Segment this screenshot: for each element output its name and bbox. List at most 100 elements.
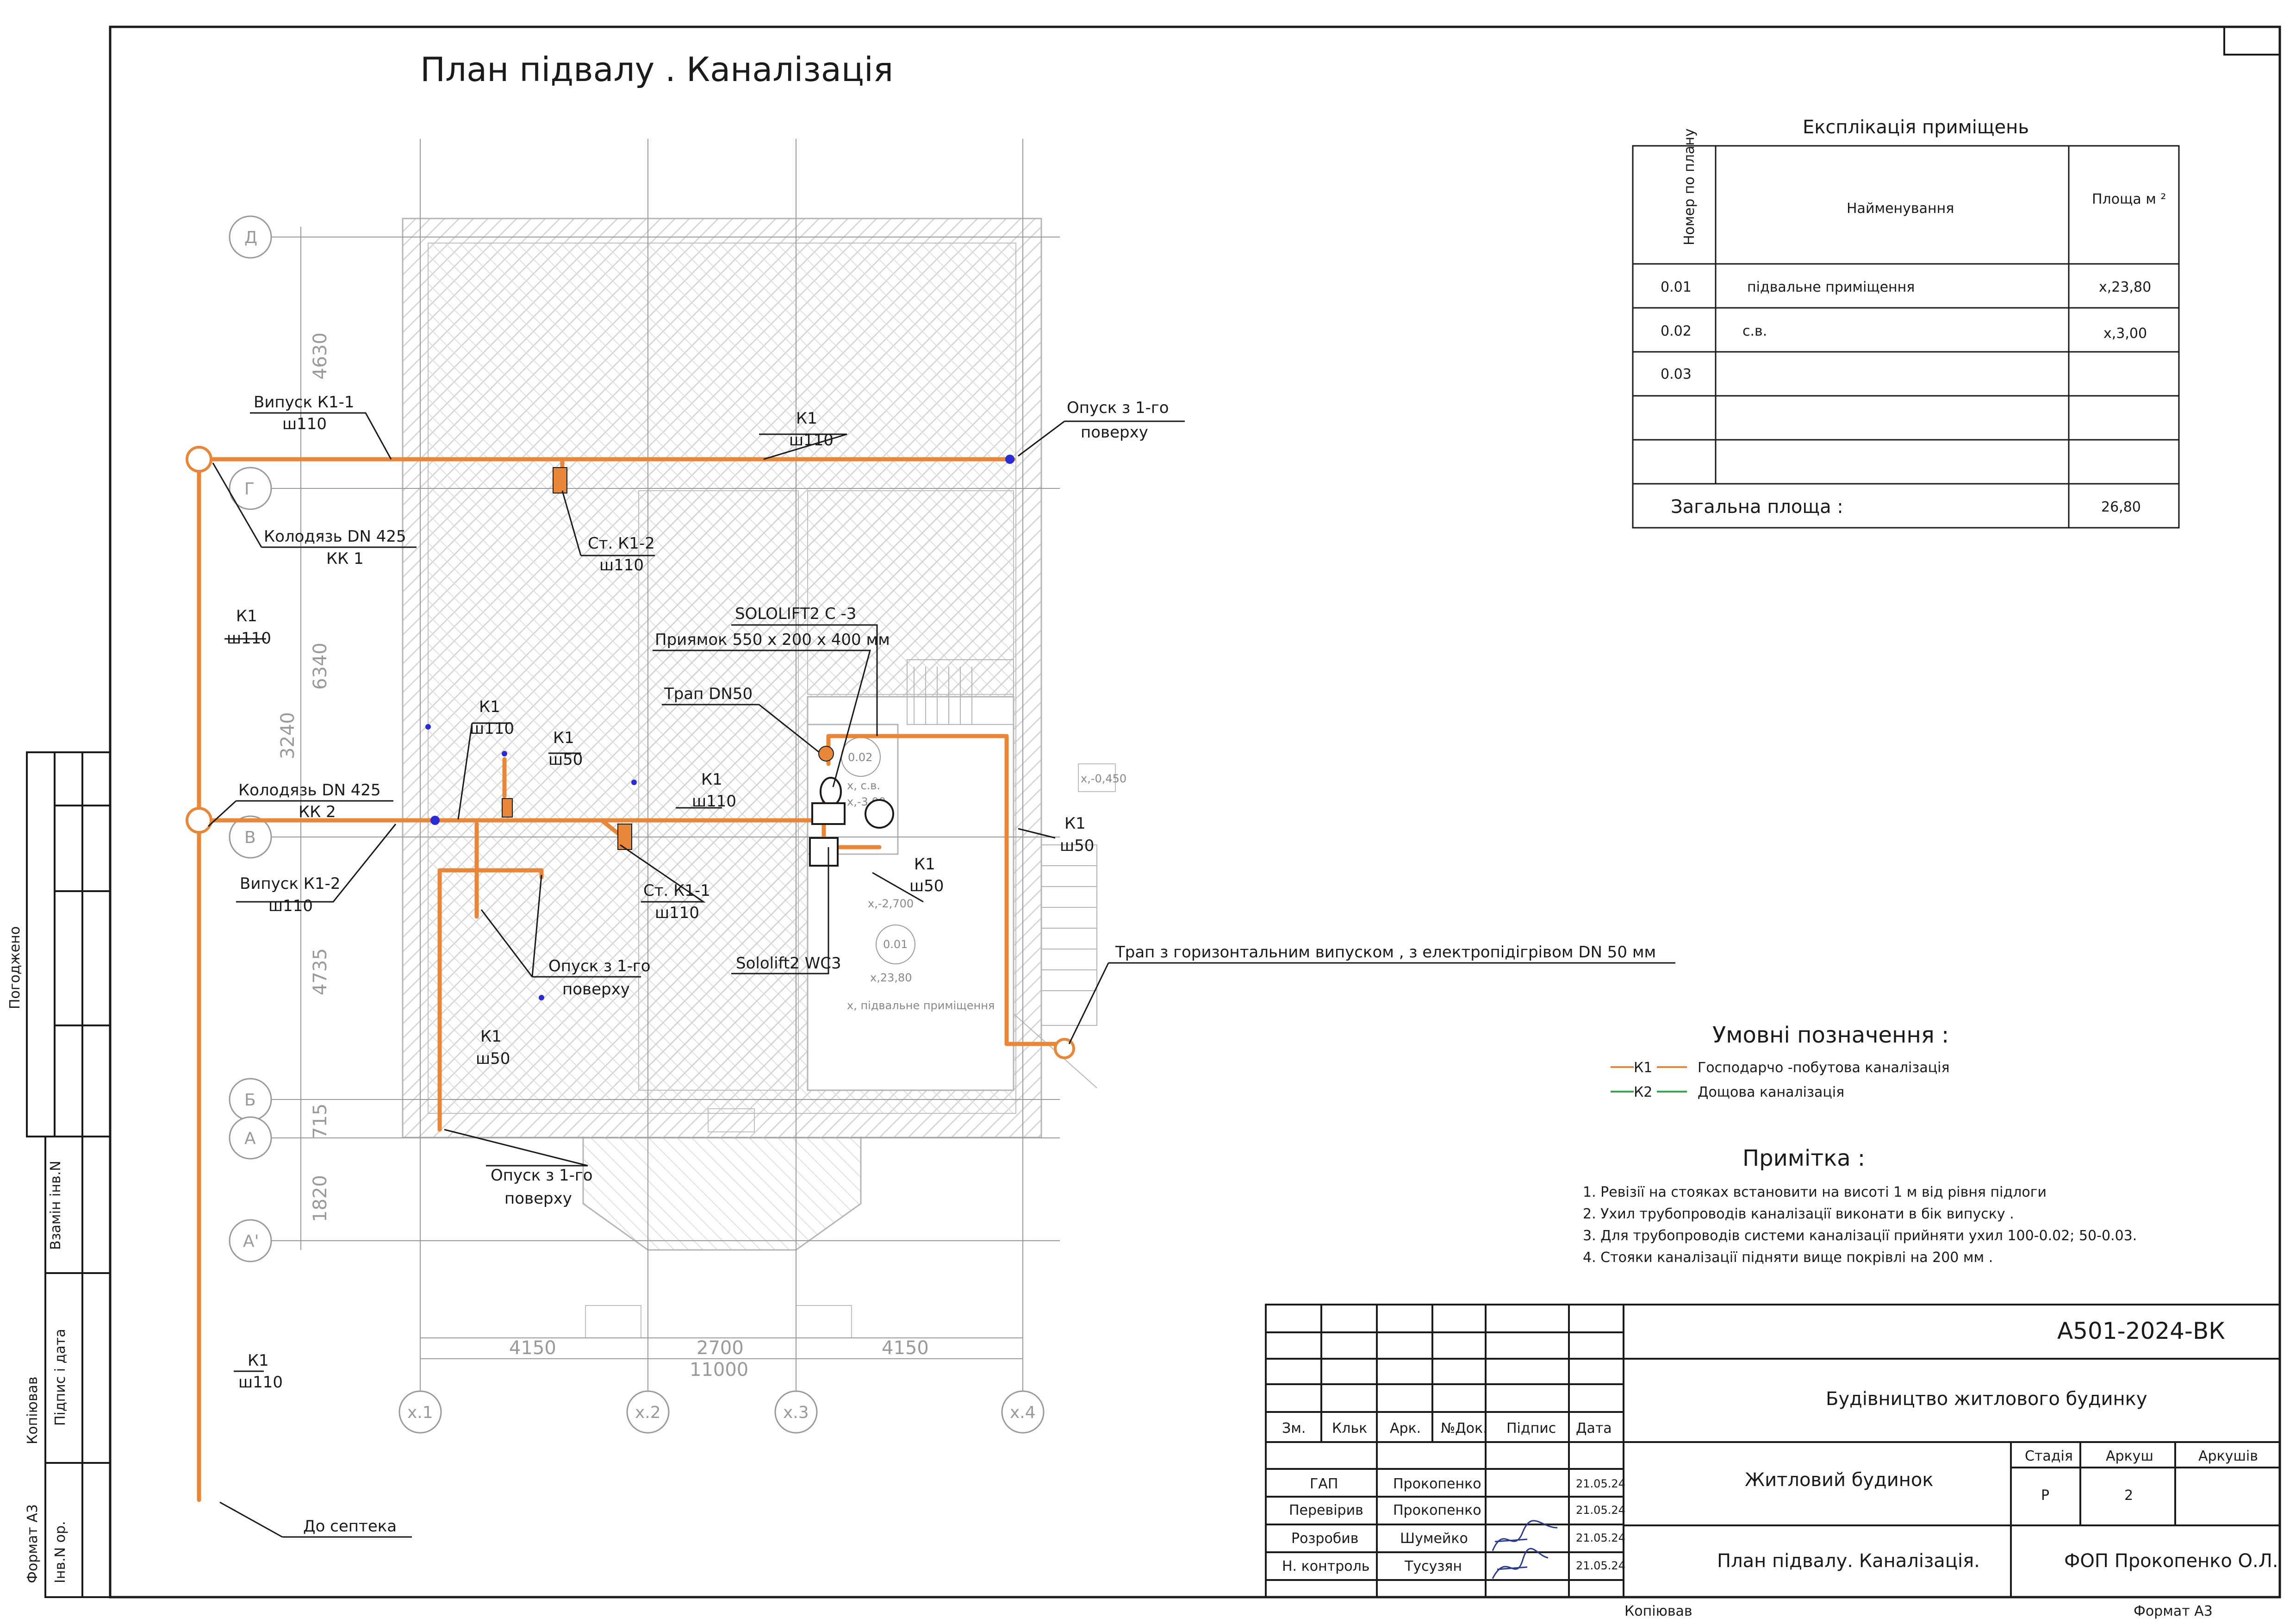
axis-label-d: Д (244, 228, 257, 247)
stamp-company: ФОП Прокопенко О.Л. (2064, 1550, 2278, 1572)
svg-text:Приямок 550 х 200 х 400 мм: Приямок 550 х 200 х 400 мм (655, 631, 890, 649)
svg-text:До септека: До септека (303, 1517, 397, 1536)
side-stamp: Погоджено Взамін інв.N Підпис і дата Інв… (7, 751, 111, 1598)
svg-text:К1: К1 (248, 1351, 269, 1370)
stamp-col-doc: №Док. (1441, 1420, 1487, 1437)
room-001-num: 0.01 (883, 938, 908, 951)
stamp-sheets-header: Аркушів (2198, 1448, 2258, 1464)
note-4: 4. Стояки каналізації підняти вище покрі… (1583, 1249, 1993, 1266)
side-copied: Копіював (25, 1376, 41, 1444)
explication-header-area: Площа м ² (2092, 191, 2166, 207)
note-2: 2. Ухил трубопроводів каналізації викона… (1583, 1206, 2014, 1222)
stamp-object: Житловий будинок (1745, 1469, 1933, 1491)
axis-label-a: А (244, 1129, 256, 1148)
explication-table: Експлікація приміщень Номер по плану Най… (1632, 117, 2180, 529)
side-format: Формат А3 (25, 1504, 41, 1583)
stamp-date-4: 21.05.24 (1576, 1559, 1625, 1572)
svg-text:6340: 6340 (310, 643, 331, 690)
explication-total-value: 26,80 (2101, 499, 2141, 515)
svg-text:ш110: ш110 (470, 719, 514, 738)
stamp-name-4: Тусузян (1404, 1558, 1462, 1574)
svg-text:поверху: поверху (1081, 423, 1148, 442)
legend-k2-text: Дощова каналізація (1698, 1084, 1844, 1100)
drain-trap-horizontal (1054, 1038, 1075, 1059)
grid-axes (268, 139, 1060, 1403)
svg-text:ш110: ш110 (268, 897, 313, 915)
stamp-sheet-name: План підвалу. Каналізація. (1717, 1550, 1980, 1572)
side-sign-date: Підпис і дата (52, 1329, 68, 1426)
stamp-name-1: Прокопенко (1393, 1476, 1481, 1492)
notes: Примітка : 1. Ревізії на стояках встанов… (1583, 1145, 2137, 1266)
svg-text:3240: 3240 (277, 712, 299, 759)
axis-label-x1: х.1 (407, 1403, 433, 1422)
well-kk1 (186, 446, 212, 473)
svg-text:К1: К1 (480, 1027, 502, 1046)
sheet-corner-box (2223, 26, 2281, 56)
stamp-project: Будівництво житлового будинку (1826, 1388, 2147, 1410)
stair (907, 659, 1097, 1088)
notes-title: Примітка : (1742, 1145, 1865, 1171)
drain-trap-dn50 (818, 746, 834, 762)
svg-text:ш110: ш110 (692, 792, 736, 811)
svg-text:К1: К1 (1064, 814, 1086, 833)
svg-text:К1: К1 (553, 729, 574, 747)
svg-text:1820: 1820 (310, 1175, 331, 1222)
mark-450: х,-0,450 (1081, 772, 1126, 785)
svg-text:Опуск з 1-го: Опуск з 1-го (548, 957, 651, 975)
axis-label-x2: х.2 (635, 1403, 661, 1422)
svg-text:ш110: ш110 (282, 415, 327, 433)
explication-header-name: Найменування (1847, 200, 1954, 217)
side-inv-orig: Інв.N ор. (52, 1521, 68, 1583)
stamp-date-2: 21.05.24 (1576, 1504, 1625, 1517)
svg-text:ш50: ш50 (476, 1049, 510, 1068)
axis-label-v: В (244, 828, 256, 847)
svg-text:Ст. К1-2: Ст. К1-2 (588, 534, 655, 553)
axis-label-x4: х.4 (1010, 1403, 1036, 1422)
svg-text:ш110: ш110 (599, 556, 644, 575)
signature-2 (1492, 1548, 1549, 1579)
stamp-col-zm: Зм. (1282, 1420, 1306, 1437)
room-002-num: 0.02 (848, 751, 872, 764)
axis-label-b: Б (244, 1091, 256, 1110)
room-001-marker (876, 924, 915, 964)
explication-title: Експлікація приміщень (1803, 117, 2029, 138)
svg-text:К1: К1 (796, 409, 817, 428)
axis-label-x3: х.3 (783, 1403, 809, 1422)
stamp-name-3: Шумейко (1400, 1530, 1468, 1547)
svg-text:ш50: ш50 (1060, 837, 1094, 855)
stamp-date-1: 21.05.24 (1576, 1477, 1625, 1490)
room-001-level2: х,-2,700 (868, 897, 914, 910)
svg-text:Випуск К1-1: Випуск К1-1 (254, 393, 354, 412)
sololift-c3 (809, 837, 839, 867)
stamp-copied: Копіював (1624, 1603, 1692, 1619)
svg-text:4735: 4735 (310, 948, 331, 995)
dimension-labels: 4630 6340 3240 4735 715 1820 4150 2700 4… (277, 332, 929, 1380)
bay-window (582, 1137, 862, 1251)
stamp-sheet-no: 2 (2124, 1487, 2133, 1504)
svg-text:К1: К1 (479, 698, 500, 716)
explication-row-3-num: 0.03 (1661, 366, 1692, 382)
well-kk2 (186, 807, 212, 834)
svg-text:11000: 11000 (690, 1359, 748, 1380)
axis-label-a-prime: А' (243, 1232, 259, 1251)
room-002-name: х, с.в. (847, 779, 880, 792)
note-3: 3. Для трубопроводів системи каналізації… (1583, 1228, 2137, 1244)
svg-text:ш110: ш110 (227, 629, 271, 648)
stamp-date-3: 21.05.24 (1576, 1531, 1625, 1544)
svg-text:поверху: поверху (562, 980, 630, 999)
svg-text:Випуск К1-2: Випуск К1-2 (240, 874, 340, 893)
explication-row-2-name: с.в. (1742, 323, 1767, 339)
svg-text:Sololift2 WC3: Sololift2 WC3 (736, 954, 841, 973)
stamp-sheet-header: Аркуш (2106, 1448, 2153, 1464)
stamp-stage: Р (2041, 1487, 2049, 1504)
room-001-name: х, підвальне приміщення (847, 999, 995, 1012)
explication-row-2-area: х,3,00 (2103, 325, 2147, 342)
stamp-col-date: Дата (1576, 1420, 1612, 1437)
side-agreed: Погоджено (7, 926, 23, 1009)
legend: Умовні позначення : К1 Господарчо -побут… (1611, 1022, 1950, 1100)
svg-text:поверху: поверху (504, 1189, 572, 1208)
svg-text:К1: К1 (236, 607, 257, 625)
svg-text:4630: 4630 (310, 332, 331, 380)
stamp-col-ark: Арк. (1390, 1420, 1421, 1437)
